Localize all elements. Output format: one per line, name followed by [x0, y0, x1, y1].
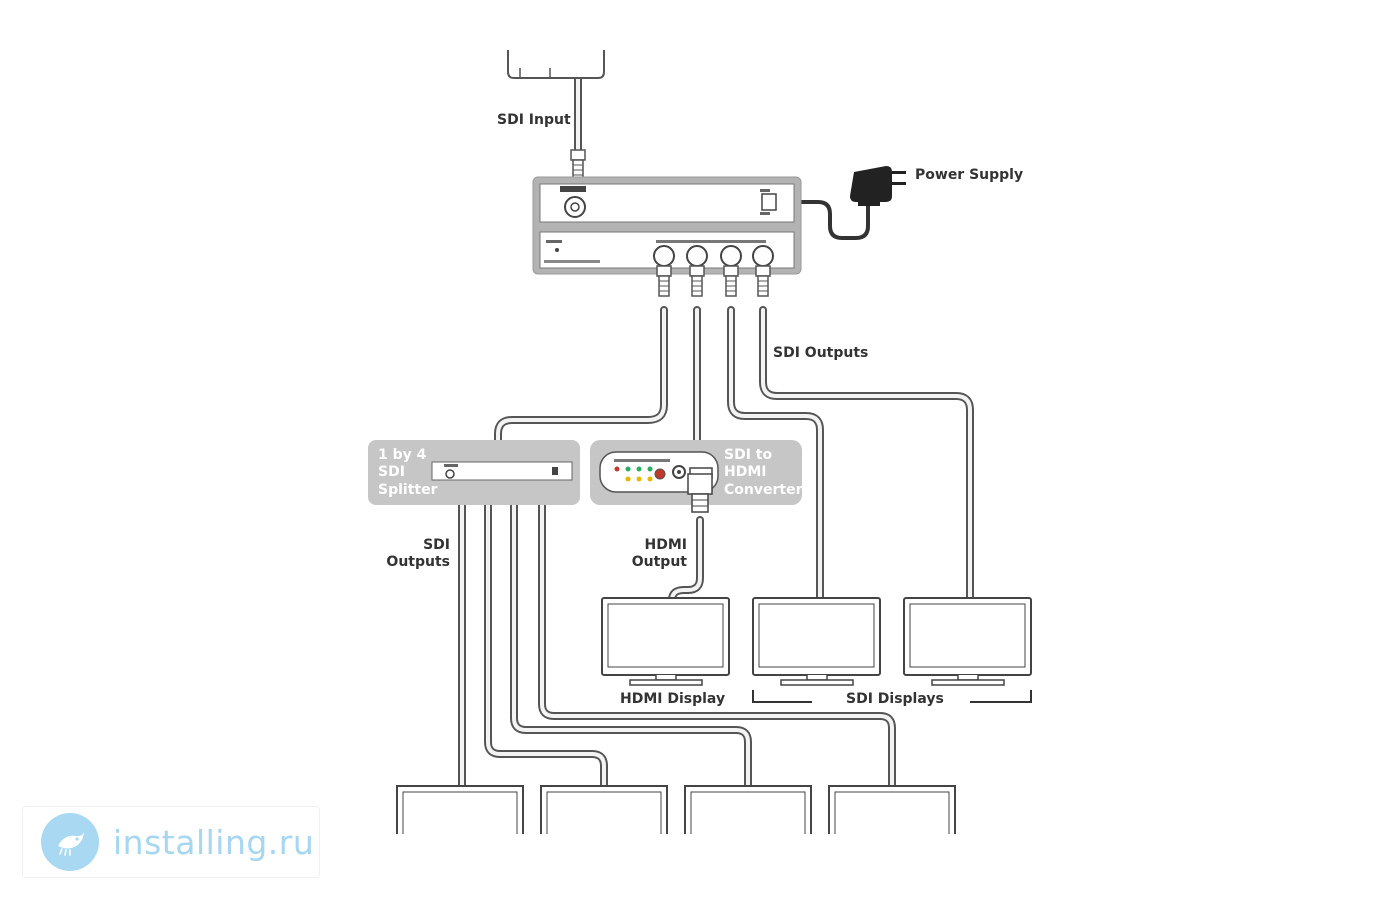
splitter-title-line1: 1 by 4	[378, 447, 427, 463]
site-watermark: installing.ru	[22, 806, 320, 878]
dc-power-port	[761, 193, 777, 211]
hdmi-output-label-line2: Output	[632, 554, 688, 570]
splitter-outputs-label-line2: Outputs	[386, 554, 450, 570]
hdmi-display	[601, 597, 730, 686]
sdi-output-ports	[653, 245, 774, 267]
bird-logo-icon	[41, 813, 99, 871]
sdi-input-plug	[570, 149, 586, 181]
power-supply-label: Power Supply	[915, 167, 1023, 183]
hdmi-cable	[668, 516, 704, 604]
watermark-text: installing.ru	[113, 822, 315, 862]
splitter-output-cables	[458, 474, 896, 790]
hdmi-display-label: HDMI Display	[620, 691, 725, 707]
output1-cable	[494, 306, 668, 484]
sdi-outputs-label: SDI Outputs	[773, 345, 868, 361]
cables	[458, 66, 974, 790]
output3-cable	[727, 306, 824, 602]
figure-crop	[380, 834, 980, 874]
main-splitter-device	[532, 176, 802, 275]
power-cable	[783, 200, 870, 240]
hdmi-output-label-line1: HDMI	[645, 537, 687, 553]
sdi-displays-bracket	[752, 690, 1032, 703]
converter-title-line2: HDMI	[724, 464, 766, 480]
power-led	[555, 248, 559, 252]
sdi-display-1	[752, 597, 881, 686]
sdi-display-2	[903, 597, 1032, 686]
sdi-displays-label: SDI Displays	[846, 691, 944, 707]
sdi-source-device	[507, 50, 605, 79]
converter-title-line1: SDI to	[724, 447, 772, 463]
splitter-title-line2: SDI	[378, 464, 405, 480]
converter-title-line3: Converter	[724, 482, 803, 498]
output4-cable	[759, 306, 974, 602]
splitter-outputs-label-line1: SDI	[423, 537, 450, 553]
splitter-title-line3: Splitter	[378, 482, 438, 498]
sdi-input-label: SDI Input	[497, 112, 571, 128]
power-adapter-icon	[850, 166, 906, 206]
sdi-splitter-device	[368, 440, 580, 505]
hdmi-plug	[687, 473, 713, 513]
